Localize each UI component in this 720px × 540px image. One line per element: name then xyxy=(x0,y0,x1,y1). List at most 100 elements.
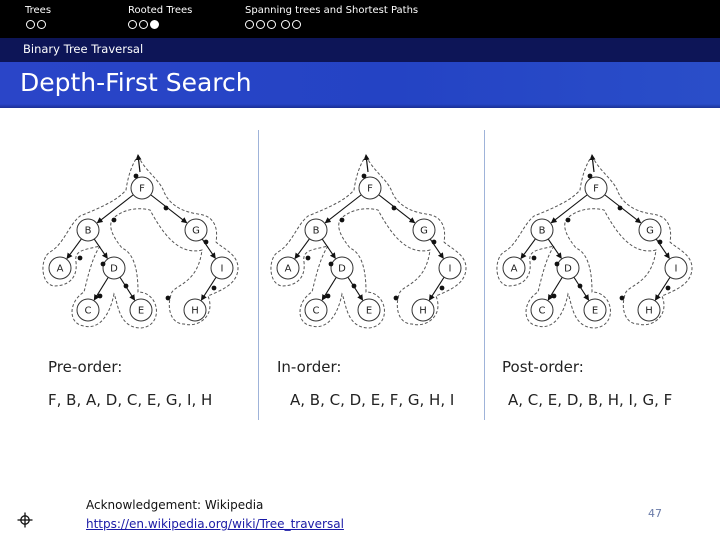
tree-edge xyxy=(547,277,563,301)
nav-section-label: Spanning trees and Shortest Paths xyxy=(245,5,419,16)
tree-node-label: I xyxy=(449,264,452,275)
visit-marker-dot xyxy=(97,293,103,299)
tree-node xyxy=(304,218,328,242)
tree-node-label: F xyxy=(367,184,373,195)
nav-slide-dot[interactable] xyxy=(139,20,148,29)
visit-marker-dot xyxy=(339,217,345,223)
tree-node-label: G xyxy=(192,226,200,237)
tree-node-label: G xyxy=(420,226,428,237)
preorder-sequence: F, B, A, D, C, E, G, I, H xyxy=(48,391,213,409)
visit-marker-dot xyxy=(77,255,83,261)
tree-node xyxy=(358,176,382,200)
visit-marker-dot xyxy=(305,255,311,261)
visit-marker-dot xyxy=(361,173,367,179)
visit-marker-dot xyxy=(577,283,583,289)
traversal-start-arrow xyxy=(135,154,142,173)
visit-marker-dot xyxy=(657,239,663,245)
nav-section-label: Trees xyxy=(25,5,52,16)
tree-node-label: H xyxy=(191,306,199,317)
tree-edge xyxy=(520,238,536,260)
tree-edge xyxy=(294,238,310,260)
tree-node-label: B xyxy=(539,226,546,237)
visit-marker-dot xyxy=(328,261,334,267)
visit-marker-dot xyxy=(211,285,217,291)
tree-node xyxy=(102,256,126,280)
tree-edge xyxy=(150,194,188,224)
tree-node xyxy=(584,176,608,200)
nav-slide-dot[interactable] xyxy=(281,20,290,29)
visit-marker-dot xyxy=(325,293,331,299)
nav-slide-dot[interactable] xyxy=(256,20,265,29)
visit-marker-dot xyxy=(554,261,560,267)
nav-section-rooted-trees[interactable]: Rooted Trees xyxy=(128,0,228,38)
tree-edge xyxy=(321,238,336,259)
tree-edge xyxy=(573,276,590,301)
tree-node xyxy=(583,298,607,322)
nav-slide-dot[interactable] xyxy=(267,20,276,29)
tree-node-label: D xyxy=(564,264,572,275)
tree-node xyxy=(637,298,661,322)
visit-marker-dot xyxy=(551,293,557,299)
tree-edge xyxy=(324,194,362,224)
visit-marker-dot xyxy=(619,295,625,301)
tree-node-label: C xyxy=(85,306,92,317)
tree-node xyxy=(304,298,328,322)
nav-slide-dot[interactable] xyxy=(128,20,137,29)
nav-slide-dot[interactable] xyxy=(245,20,254,29)
nav-section-label: Rooted Trees xyxy=(128,5,193,16)
tree-node-label: H xyxy=(645,306,653,317)
tree-edge xyxy=(347,276,364,301)
postorder-heading: Post-order: xyxy=(502,358,584,376)
tree-edge xyxy=(604,194,642,224)
visit-marker-dot xyxy=(165,295,171,301)
nav-slide-dot[interactable] xyxy=(37,20,46,29)
visit-marker-dot xyxy=(565,217,571,223)
nav-slide-dot-current[interactable] xyxy=(150,20,159,29)
tree-node xyxy=(411,298,435,322)
tree-node-label: A xyxy=(57,264,64,275)
tree-node-label: E xyxy=(592,306,598,317)
visit-marker-dot xyxy=(617,205,623,211)
tree-node xyxy=(129,298,153,322)
inorder-heading: In-order: xyxy=(277,358,342,376)
crosshair-icon[interactable] xyxy=(17,512,33,528)
tree-edge xyxy=(654,276,671,301)
tree-node xyxy=(502,256,526,280)
tree-node xyxy=(183,298,207,322)
tree-node xyxy=(530,298,554,322)
tree-node xyxy=(76,218,100,242)
tree-node-label: I xyxy=(221,264,224,275)
column-divider xyxy=(258,130,259,420)
page-number: 47 xyxy=(648,507,662,520)
visit-marker-dot xyxy=(163,205,169,211)
visit-marker-dot xyxy=(393,295,399,301)
tree-node-label: D xyxy=(338,264,346,275)
nav-section-trees[interactable]: Trees xyxy=(25,0,95,38)
tree-node-label: F xyxy=(139,184,145,195)
traversal-path-outline xyxy=(42,155,239,329)
tree-node-label: I xyxy=(675,264,678,275)
tree-edge xyxy=(66,238,82,260)
traversal-start-arrow xyxy=(589,154,596,173)
nav-slide-dot[interactable] xyxy=(26,20,35,29)
tree-node xyxy=(357,298,381,322)
tree-node-label: A xyxy=(511,264,518,275)
wikipedia-link[interactable]: https://en.wikipedia.org/wiki/Tree_trave… xyxy=(86,517,344,531)
nav-section-spanning-trees[interactable]: Spanning trees and Shortest Paths xyxy=(245,0,435,38)
tree-node-label: C xyxy=(539,306,546,317)
tree-node-label: A xyxy=(285,264,292,275)
visit-marker-dot xyxy=(100,261,106,267)
nav-slide-dot[interactable] xyxy=(292,20,301,29)
tree-edge xyxy=(428,276,445,301)
tree-edge xyxy=(93,238,108,259)
tree-edge xyxy=(119,276,136,301)
visit-marker-dot xyxy=(391,205,397,211)
inorder-sequence: A, B, C, D, E, F, G, H, I xyxy=(290,391,455,409)
tree-node xyxy=(330,256,354,280)
tree-node-label: C xyxy=(313,306,320,317)
visit-marker-dot xyxy=(431,239,437,245)
visit-marker-dot xyxy=(665,285,671,291)
visit-marker-dot xyxy=(531,255,537,261)
